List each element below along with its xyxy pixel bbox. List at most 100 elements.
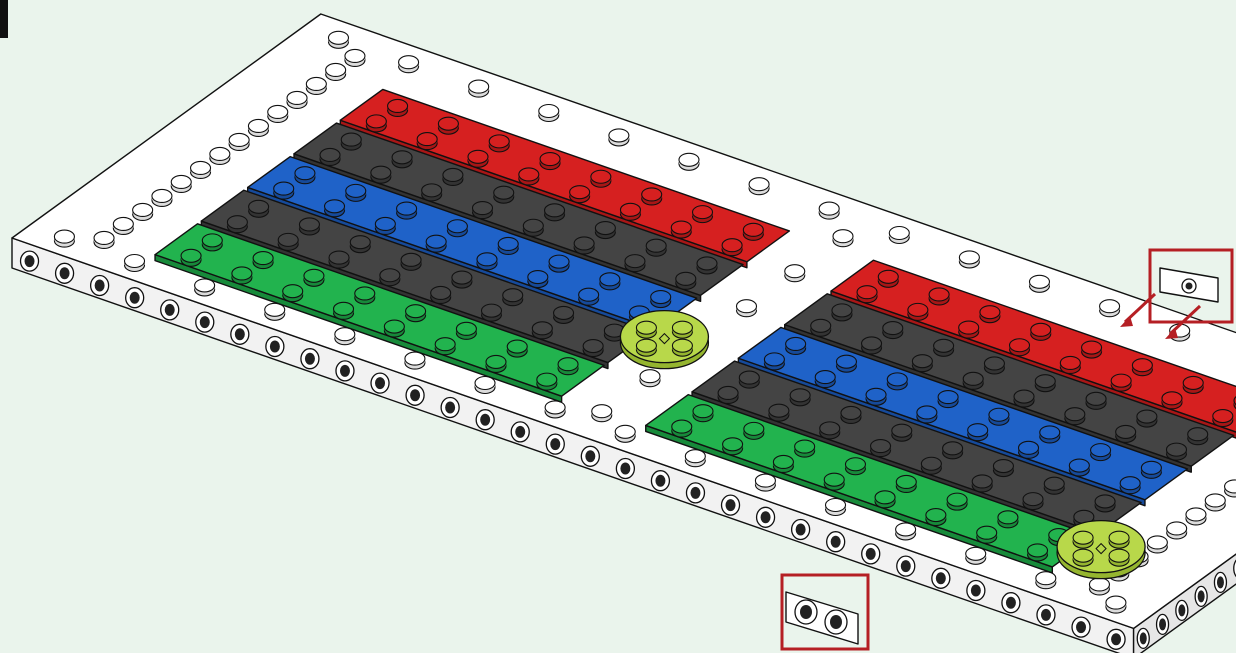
white-stud [326,63,346,80]
stud-gray [278,233,298,250]
white-stud [265,303,285,320]
stud-gray [371,166,391,183]
stud-blue [866,388,886,405]
white-stud [94,231,114,248]
white-stud [545,401,565,418]
stud-green [181,249,201,266]
stud-red [1082,341,1102,358]
stud-gray [595,222,615,239]
white-stud [833,230,853,247]
stud-gray [1166,443,1186,460]
stud-blue [325,200,345,217]
stud-green [537,373,557,390]
white-stud [749,178,769,195]
white-stud [1036,572,1056,589]
stud-gray [452,271,472,288]
white-stud [819,202,839,219]
stud-gray [697,257,717,274]
stud-gray [646,239,666,256]
stud-gray [545,204,565,221]
stud-blue [764,353,784,370]
stud-blue [1069,459,1089,476]
white-stud [896,523,916,540]
stud-green [253,252,273,269]
stud-green [558,358,578,375]
stud-red [1010,339,1030,356]
stud-red [980,306,1000,323]
stud-blue [1019,441,1039,458]
stud-red [388,99,408,116]
stud-blue [968,424,988,441]
white-stud [1106,596,1126,613]
white-stud [152,189,172,206]
stud-gray [494,186,514,203]
stud-gray [883,322,903,339]
stud-red [1213,410,1233,427]
white-stud [539,105,559,122]
stud-gray [443,168,463,185]
stud-blue [426,235,446,252]
stud-red [489,135,509,152]
stud-gray [227,216,247,233]
stud-gray [392,151,412,168]
stud-green [723,438,743,455]
stud-green [896,475,916,492]
stud-red [693,206,713,223]
white-stud [737,300,757,317]
white-stud [609,129,629,146]
stud-blue [786,337,806,354]
stud-gray [401,253,421,270]
stud-gray [1014,390,1034,407]
white-stud [405,352,425,369]
stud-green [672,420,692,437]
stud-blue [1091,444,1111,461]
stud-green [507,340,527,357]
stud-green [355,287,375,304]
white-stud [125,255,145,272]
stud-gray [1086,392,1106,409]
stud-gray [993,460,1013,477]
stud-gray [811,319,831,336]
stud-green [283,285,303,302]
stud-green [845,458,865,475]
white-stud [1089,578,1109,595]
stud-blue [1040,426,1060,443]
stud-blue [938,391,958,408]
stud-blue [917,406,937,423]
stud-lime [1109,531,1129,548]
stud-red [959,321,979,338]
white-stud [287,91,307,108]
stud-red [468,150,488,167]
stud-gray [1095,495,1115,512]
stud-gray [523,219,543,236]
white-stud [1147,536,1167,553]
stud-red [540,153,560,170]
stud-red [438,117,458,134]
stud-red [519,168,539,185]
white-stud [1029,275,1049,292]
stud-red [570,186,590,203]
stud-red [671,221,691,238]
stud-red [642,188,662,205]
white-stud [328,31,348,48]
stud-red [878,270,898,287]
stud-blue [549,255,569,272]
stud-red [1162,392,1182,409]
stud-green [384,320,404,337]
white-stud [248,119,268,136]
white-stud [171,175,191,192]
stud-gray [350,236,370,253]
stud-green [947,493,967,510]
stud-green [998,511,1018,528]
stud-gray [739,371,759,388]
stud-red [1132,359,1152,376]
white-stud [191,161,211,178]
stud-red [857,286,877,303]
stud-lime [636,321,656,338]
stud-red [620,203,640,220]
stud-blue [477,253,497,270]
white-stud [1225,480,1236,497]
stud-gray [1023,493,1043,510]
white-stud [210,147,230,164]
stud-green [744,422,764,439]
